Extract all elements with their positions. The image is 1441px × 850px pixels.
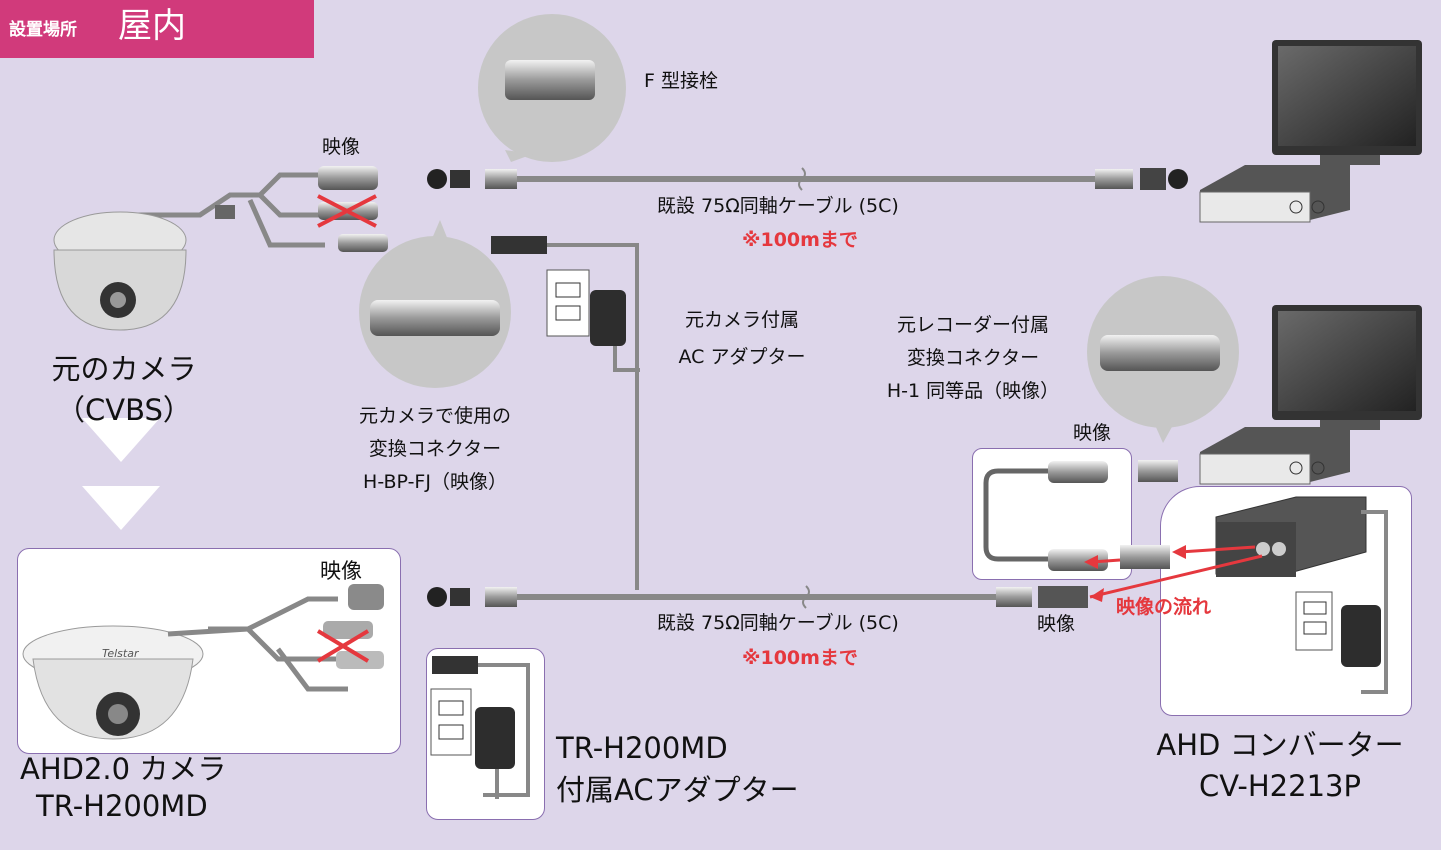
cable-limit-top: ※100mまで [742,229,858,251]
bnc-plug-top-left [427,169,517,189]
down-arrow-2 [82,486,160,530]
old-adapter-line1: 元カメラ付属 [684,309,799,331]
h-bp-fj-line1: 元カメラで使用の [358,405,511,427]
old-camera-type: （CVBS） [56,393,192,427]
video-cable-box [972,448,1132,580]
monitor-bottom [1272,305,1422,430]
h1-line1: 元レコーダー付属 [896,314,1049,336]
badge-small-label: 設置場所 [9,20,77,40]
monitor-top [1272,40,1422,165]
f-connector-label: F 型接栓 [644,70,718,92]
bnc-h1-near-converter [1120,545,1170,569]
badge-large-label: 屋内 [118,6,186,46]
new-adapter-box [426,648,545,820]
converter-video-label: 映像 [1037,613,1076,635]
bnc-plug-bottom-left [427,587,517,607]
video-flow-arrows [1084,545,1263,602]
h-bp-fj-line3: H-BP-FJ（映像） [363,471,507,493]
cable-limit-bottom: ※100mまで [742,647,858,669]
h-bp-fj-line2: 変換コネクター [368,438,502,460]
new-camera-video-label: 映像 [320,559,362,583]
old-ac-adapter [491,236,640,590]
new-adapter-line2: 付属ACアダプター [556,773,799,807]
old-camera-name: 元のカメラ [51,352,197,386]
cable-label-top: 既設 75Ω同軸ケーブル (5C) [657,195,899,217]
down-arrow-1 [82,418,160,462]
recorder-bottom [1199,427,1350,485]
old-adapter-line2: AC アダプター [678,346,806,368]
new-camera-box: Telstar 映像 [17,548,401,754]
converter-model: CV-H2213P [1199,769,1361,803]
bnc-plug-top-right [1095,168,1188,190]
new-camera-name: AHD2.0 カメラ [20,752,227,786]
bnc-plug-bottom-right [996,586,1088,608]
h1-line3: H-1 同等品（映像） [886,380,1060,402]
recorder-video-label: 映像 [1073,422,1112,444]
converter-name: AHD コンバーター [1156,728,1404,762]
bnc-h1-near-recorder [1138,460,1178,482]
recorder-top [1199,165,1350,223]
coax-cable-top [515,167,1095,191]
old-dome-camera [53,172,325,331]
h1-line2: 変換コネクター [906,347,1040,369]
old-camera-video-label: 映像 [322,136,361,158]
new-adapter-line1: TR-H200MD [556,731,728,765]
cable-label-bottom: 既設 75Ω同軸ケーブル (5C) [657,612,899,634]
coax-cable-bottom [515,585,1000,609]
converter-box [1160,486,1412,716]
video-flow-label: 映像の流れ [1116,596,1212,618]
install-location-badge: 設置場所 屋内 [0,0,314,58]
new-camera-model: TR-H200MD [36,789,208,823]
camera-brand: Telstar [102,647,139,660]
old-camera-rca-plugs [317,166,388,252]
